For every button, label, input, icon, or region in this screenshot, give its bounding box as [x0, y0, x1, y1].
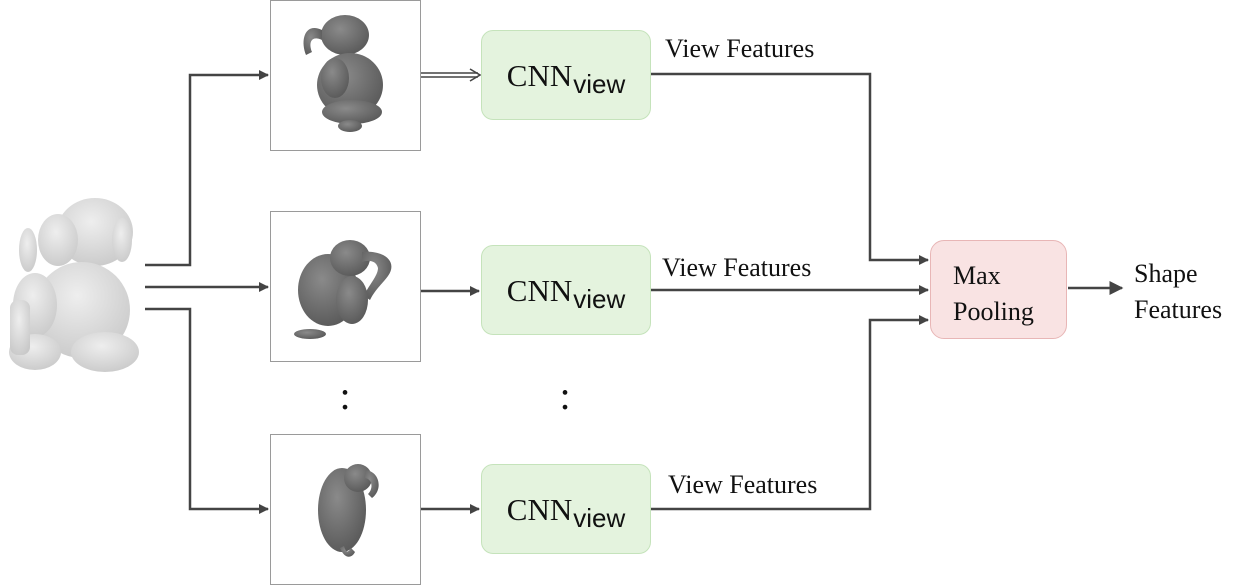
cnn-label: CNN — [506, 272, 573, 308]
cnn-subscript: view — [573, 284, 626, 314]
max-pooling-block: Max Pooling — [930, 240, 1067, 339]
output-label-line1: Shape — [1134, 259, 1198, 288]
connector-input-to-view-1 — [145, 70, 269, 267]
cnn-label: CNN — [506, 57, 573, 93]
views-ellipsis: : — [339, 373, 351, 418]
pooling-label-line1: Max — [953, 261, 1001, 290]
cnn-ellipsis: : — [559, 373, 571, 418]
elephant-view-1-icon — [303, 15, 383, 132]
cnn-subscript: view — [573, 503, 626, 533]
elephant-3d-model-icon — [9, 198, 139, 372]
shape-features-label: Shape Features — [1134, 256, 1222, 328]
pooling-label-line2: Pooling — [953, 297, 1034, 326]
connector-input-to-view-n — [145, 307, 269, 514]
view-features-label-n: View Features — [668, 470, 818, 499]
view-features-label-1: View Features — [665, 34, 815, 63]
cnn-subscript: view — [573, 69, 626, 99]
view-features-label-2: View Features — [662, 253, 812, 282]
elephant-view-2-icon — [294, 240, 392, 339]
elephant-view-n-icon — [318, 464, 379, 557]
connector-cnn-n-to-pooling — [651, 315, 929, 511]
cnn-label: CNN — [506, 491, 573, 527]
output-label-line2: Features — [1134, 295, 1223, 324]
connector-cnn-1-to-pooling — [651, 72, 929, 265]
double-arrow-view-1-to-cnn — [421, 68, 482, 82]
